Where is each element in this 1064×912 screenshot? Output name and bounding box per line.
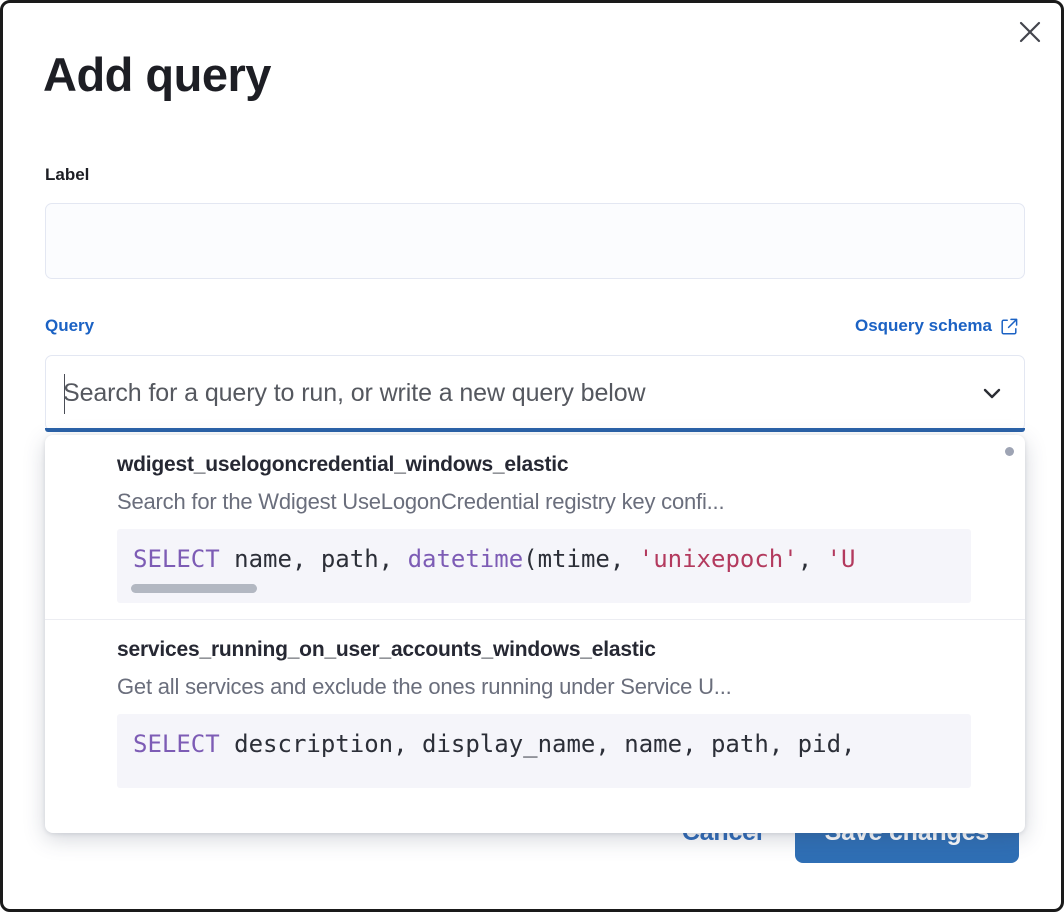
close-icon-glyph [1019, 21, 1041, 43]
chevron-down-icon[interactable] [978, 379, 1006, 407]
query-suggestions-dropdown: wdigest_uselogoncredential_windows_elast… [45, 435, 1025, 833]
code-horizontal-scrollbar[interactable] [131, 584, 257, 593]
dropdown-scrollbar[interactable] [1005, 447, 1014, 456]
query-field-label: Query [45, 316, 95, 335]
combobox-focus-underline [45, 428, 1025, 432]
query-combobox-placeholder: Search for a query to run, or write a ne… [63, 378, 646, 407]
osquery-schema-link[interactable]: Osquery schema [855, 316, 1019, 336]
option-description: Search for the Wdigest UseLogonCredentia… [117, 489, 725, 514]
label-field-label: Label [45, 165, 90, 184]
option-code-block: SELECT name, path, datetime(mtime, 'unix… [117, 529, 971, 603]
option-title: services_running_on_user_accounts_window… [117, 638, 656, 661]
query-combobox[interactable]: Search for a query to run, or write a ne… [45, 355, 1025, 431]
sql-preview: SELECT description, display_name, name, … [133, 730, 856, 758]
page-title: Add query [43, 48, 271, 101]
option-title: wdigest_uselogoncredential_windows_elast… [117, 453, 569, 476]
label-input[interactable] [45, 203, 1025, 279]
sql-preview: SELECT name, path, datetime(mtime, 'unix… [133, 545, 856, 573]
option-code-block: SELECT description, display_name, name, … [117, 714, 971, 788]
external-link-icon [1000, 317, 1019, 336]
text-caret [64, 374, 65, 414]
option-description: Get all services and exclude the ones ru… [117, 674, 732, 699]
list-item[interactable]: wdigest_uselogoncredential_windows_elast… [45, 435, 1025, 603]
osquery-schema-link-label: Osquery schema [854, 316, 992, 335]
close-icon[interactable] [1013, 15, 1047, 49]
list-item[interactable]: services_running_on_user_accounts_window… [45, 619, 1025, 788]
